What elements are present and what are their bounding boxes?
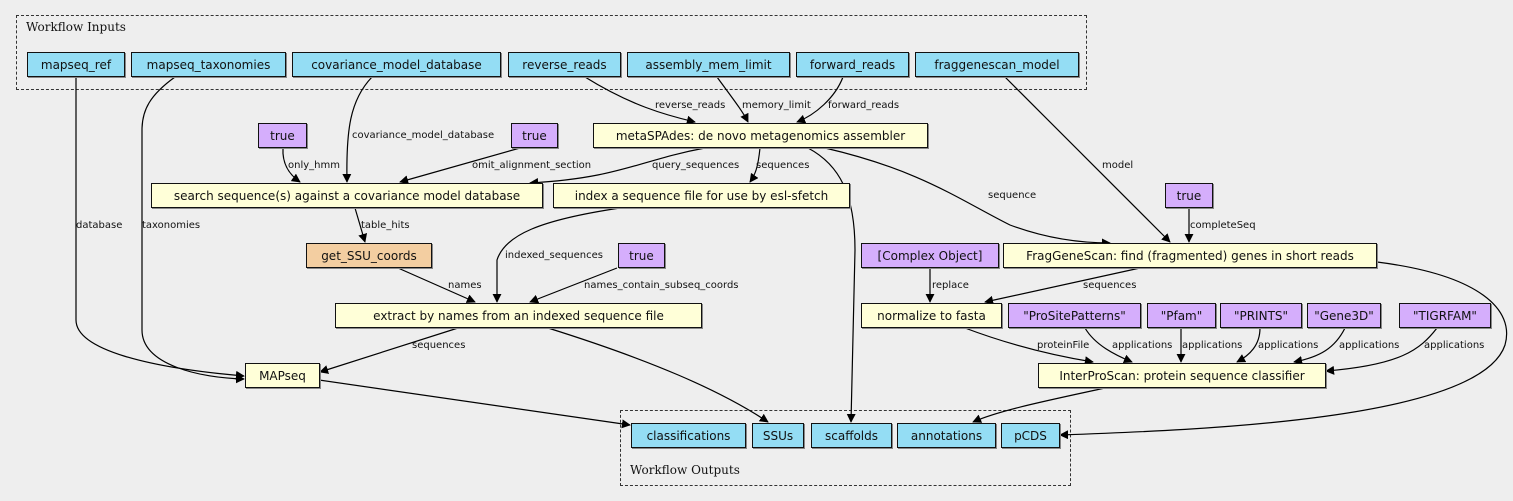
output-annotations[interactable]: annotations	[897, 423, 996, 448]
edge-database	[75, 77, 245, 380]
edge-memory-limit	[716, 76, 749, 123]
edge-pcds	[1059, 261, 1508, 440]
edge-ssus	[547, 327, 769, 423]
edge-label-covariance-model-database: covariance_model_database	[352, 130, 494, 141]
edge-applications-tigrfam	[1325, 327, 1438, 375]
edge-omit-alignment-section	[399, 147, 521, 185]
edge-applications-prints	[1236, 327, 1261, 363]
input-forward-reads[interactable]: forward_reads	[796, 52, 909, 77]
edge-label-table-hits: table_hits	[361, 220, 410, 231]
edge-label-names: names	[448, 280, 482, 291]
input-fraggenescan-model[interactable]: fraggenescan_model	[915, 52, 1079, 77]
value-prositepatterns[interactable]: "ProSitePatterns"	[1008, 303, 1141, 328]
value-gene3d[interactable]: "Gene3D"	[1307, 303, 1381, 328]
step-mapseq[interactable]: MAPseq	[245, 363, 320, 388]
input-reverse-reads[interactable]: reverse_reads	[508, 52, 621, 77]
edge-label-only-hmm: only_hmm	[288, 160, 340, 171]
edge-names	[397, 267, 476, 303]
edge-label-applications-pfam: applications	[1182, 340, 1242, 351]
edge-applications-gene3d	[1293, 327, 1346, 365]
edge-label-protein-file: proteinFile	[1037, 340, 1089, 351]
step-normalize-fasta[interactable]: normalize to fasta	[861, 303, 1002, 328]
edge-label-complete-seq: completeSeq	[1190, 220, 1256, 231]
value-true-only-hmm[interactable]: true	[258, 123, 307, 148]
edge-label-indexed-sequences: indexed_sequences	[505, 250, 603, 261]
input-mapseq-ref[interactable]: mapseq_ref	[27, 52, 125, 77]
edge-label-model: model	[1102, 160, 1133, 171]
edge-label-memory-limit: memory_limit	[742, 100, 811, 111]
value-complex-object[interactable]: [Complex Object]	[861, 243, 999, 268]
edge-label-database: database	[76, 220, 122, 231]
workflow-outputs-cluster	[620, 410, 1071, 486]
edge-covariance-model-database	[342, 76, 373, 183]
edge-sequence	[824, 147, 1111, 248]
edge-label-names-contain-subseq-coords: names_contain_subseq_coords	[584, 280, 739, 291]
edge-protein-file	[964, 327, 1094, 366]
edge-only-hmm	[282, 147, 301, 183]
edge-label-applications-gene3d: applications	[1339, 340, 1399, 351]
edge-label-reverse-reads: reverse_reads	[655, 100, 725, 111]
step-get-ssu-coords[interactable]: get_SSU_coords	[306, 243, 432, 268]
value-pfam[interactable]: "Pfam"	[1147, 303, 1216, 328]
step-interproscan[interactable]: InterProScan: protein sequence classifie…	[1038, 363, 1326, 388]
value-true-names-coords[interactable]: true	[618, 243, 665, 268]
step-search-covariance[interactable]: search sequence(s) against a covariance …	[151, 183, 543, 208]
edge-annotations	[972, 387, 1106, 423]
output-ssus[interactable]: SSUs	[752, 423, 804, 448]
input-covariance-model-database[interactable]: covariance_model_database	[292, 52, 501, 77]
output-classifications[interactable]: classifications	[631, 423, 746, 448]
workflow-inputs-title: Workflow Inputs	[26, 20, 126, 34]
edge-label-query-sequences: query_sequences	[652, 160, 739, 171]
edge-label-applications-prints: applications	[1258, 340, 1318, 351]
edge-label-applications-tigrfam: applications	[1424, 340, 1484, 351]
edge-sequences-normalize	[984, 267, 1141, 305]
edge-applications-prosite	[1084, 327, 1133, 364]
edge-reverse-reads	[584, 76, 696, 125]
value-true-complete-seq[interactable]: true	[1165, 183, 1213, 208]
edge-label-omit-alignment-section: omit_alignment_section	[472, 160, 591, 171]
edge-query-sequences	[529, 147, 706, 188]
input-mapseq-taxonomies[interactable]: mapseq_taxonomies	[131, 52, 286, 77]
value-tigrfam[interactable]: "TIGRFAM"	[1399, 303, 1491, 328]
edge-label-forward-reads: forward_reads	[828, 100, 899, 111]
step-fraggenescan[interactable]: FragGeneScan: find (fragmented) genes in…	[1003, 243, 1377, 268]
step-metaspades[interactable]: metaSPAdes: de novo metagenomics assembl…	[593, 123, 928, 148]
edge-taxonomies	[141, 76, 245, 384]
step-index-esl-sfetch[interactable]: index a sequence file for use by esl-sfe…	[553, 183, 850, 208]
edge-sequences-mapseq	[319, 327, 459, 374]
edge-label-taxonomies: taxonomies	[142, 220, 200, 231]
edge-sequences-index	[749, 147, 761, 183]
edge-classifications	[318, 379, 631, 429]
output-scaffolds[interactable]: scaffolds	[811, 423, 892, 448]
edge-names-contain-subseq-coords	[529, 267, 618, 304]
workflow-inputs-cluster	[16, 15, 1087, 90]
edge-label-sequences-index: sequences	[756, 160, 809, 171]
step-extract-by-names[interactable]: extract by names from an indexed sequenc…	[335, 303, 702, 328]
edge-forward-reads	[796, 76, 844, 124]
edge-label-replace: replace	[932, 280, 969, 291]
edge-label-sequences-normalize: sequences	[1083, 280, 1136, 291]
edge-label-sequence: sequence	[988, 190, 1036, 201]
output-pcds[interactable]: pCDS	[1001, 423, 1060, 448]
workflow-outputs-title: Workflow Outputs	[630, 463, 740, 477]
value-prints[interactable]: "PRINTS"	[1220, 303, 1302, 328]
edge-label-applications-prosite: applications	[1112, 340, 1172, 351]
edge-indexed-sequences	[492, 207, 621, 303]
value-true-omit-alignment[interactable]: true	[511, 123, 558, 148]
edge-model	[1004, 76, 1171, 243]
input-assembly-mem-limit[interactable]: assembly_mem_limit	[627, 52, 790, 77]
edge-table-hits	[354, 207, 368, 243]
edge-label-sequences-mapseq: sequences	[412, 340, 465, 351]
